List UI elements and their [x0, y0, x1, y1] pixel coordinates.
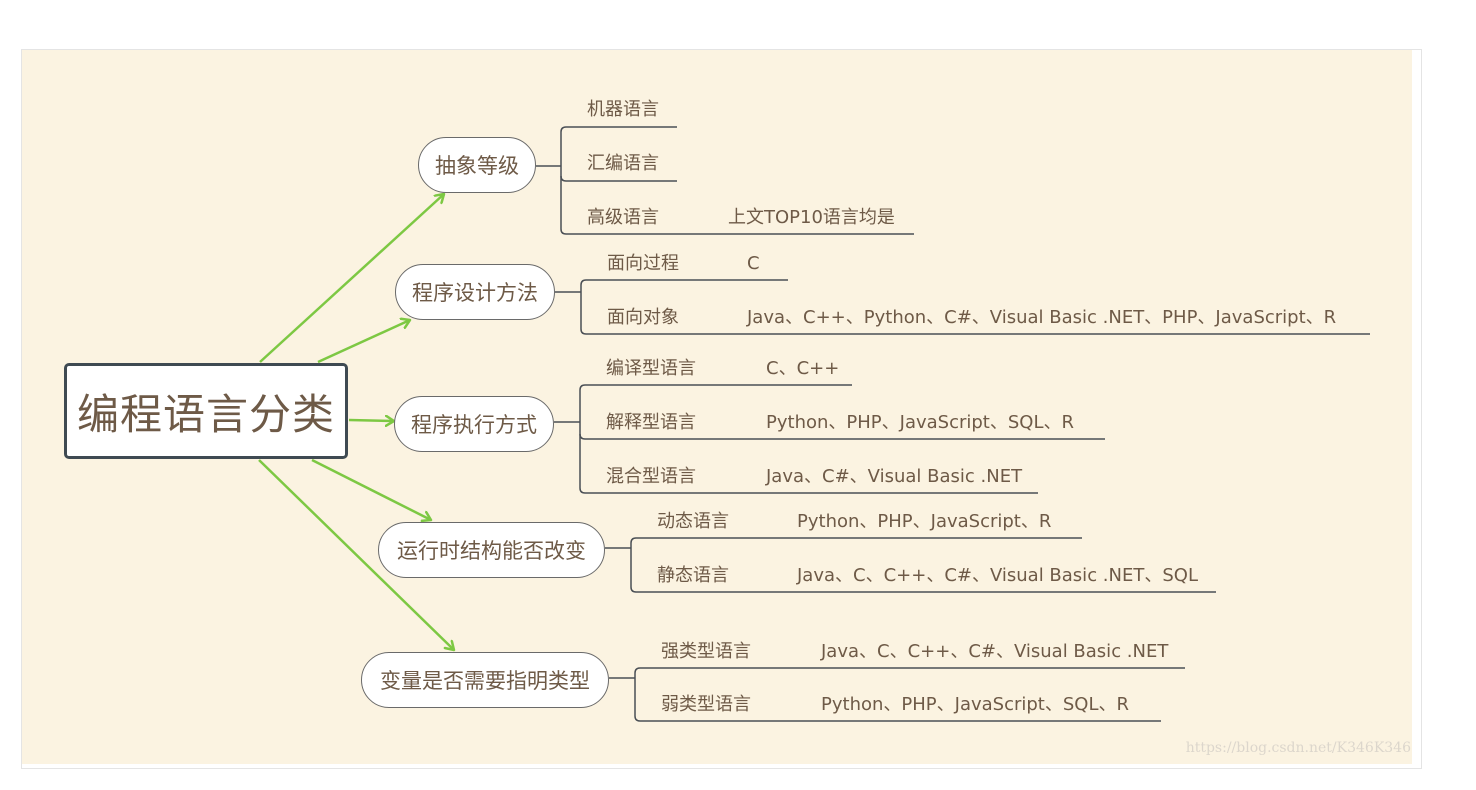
bracket-branch-5	[609, 667, 641, 722]
subtopic-detail: Java、C++、Python、C#、Visual Basic .NET、PHP…	[747, 307, 1337, 328]
subtopic-detail: Java、C、C++、C#、Visual Basic .NET、SQL	[797, 565, 1198, 586]
branch-topic-design-method[interactable]: 程序设计方法	[395, 264, 555, 320]
arrow-root-to-branch-2	[317, 320, 410, 364]
bracket-branch-1	[536, 126, 567, 235]
branch-topic-type-declaration[interactable]: 变量是否需要指明类型	[361, 652, 609, 708]
subtopic-label[interactable]: 汇编语言	[587, 153, 659, 174]
subtopic-label[interactable]: 面向对象	[607, 307, 679, 328]
subtopic-label[interactable]: 混合型语言	[606, 466, 696, 487]
branch-topic-runtime-structure[interactable]: 运行时结构能否改变	[378, 522, 605, 578]
underline-b1-c2	[560, 175, 677, 182]
bracket-branch-4	[605, 537, 637, 593]
root-topic[interactable]: 编程语言分类	[64, 363, 348, 459]
branch-topic-abstraction-level[interactable]: 抽象等级	[418, 137, 536, 193]
subtopic-detail: Java、C、C++、C#、Visual Basic .NET	[821, 641, 1169, 662]
subtopic-detail: Python、PHP、JavaScript、R	[797, 511, 1052, 532]
subtopic-label[interactable]: 编译型语言	[606, 358, 696, 379]
watermark-url: https://blog.csdn.net/K346K346	[1185, 740, 1411, 756]
subtopic-label[interactable]: 解释型语言	[606, 412, 696, 433]
subtopic-detail: Python、PHP、JavaScript、SQL、R	[766, 412, 1074, 433]
subtopic-label[interactable]: 强类型语言	[661, 641, 751, 662]
subtopic-detail: 上文TOP10语言均是	[728, 207, 895, 228]
subtopic-detail: C	[747, 253, 760, 274]
subtopic-label[interactable]: 面向过程	[607, 253, 679, 274]
subtopic-label[interactable]: 弱类型语言	[661, 694, 751, 715]
bracket-branch-3	[554, 384, 586, 494]
subtopic-detail: Java、C#、Visual Basic .NET	[766, 466, 1023, 487]
arrow-root-to-branch-3	[348, 420, 394, 421]
subtopic-label[interactable]: 高级语言	[587, 207, 659, 228]
subtopic-detail: C、C++	[766, 358, 840, 379]
subtopic-label[interactable]: 动态语言	[657, 511, 729, 532]
arrow-root-to-branch-4	[311, 458, 431, 520]
arrow-root-to-branch-5	[258, 459, 454, 650]
bracket-branch-2	[555, 279, 587, 335]
subtopic-detail: Python、PHP、JavaScript、SQL、R	[821, 694, 1129, 715]
subtopic-label[interactable]: 静态语言	[657, 565, 729, 586]
arrow-root-to-branch-1	[259, 194, 444, 363]
subtopic-label[interactable]: 机器语言	[587, 99, 659, 120]
underline-b3-c2	[579, 433, 1105, 440]
branch-topic-execution-method[interactable]: 程序执行方式	[394, 396, 554, 452]
